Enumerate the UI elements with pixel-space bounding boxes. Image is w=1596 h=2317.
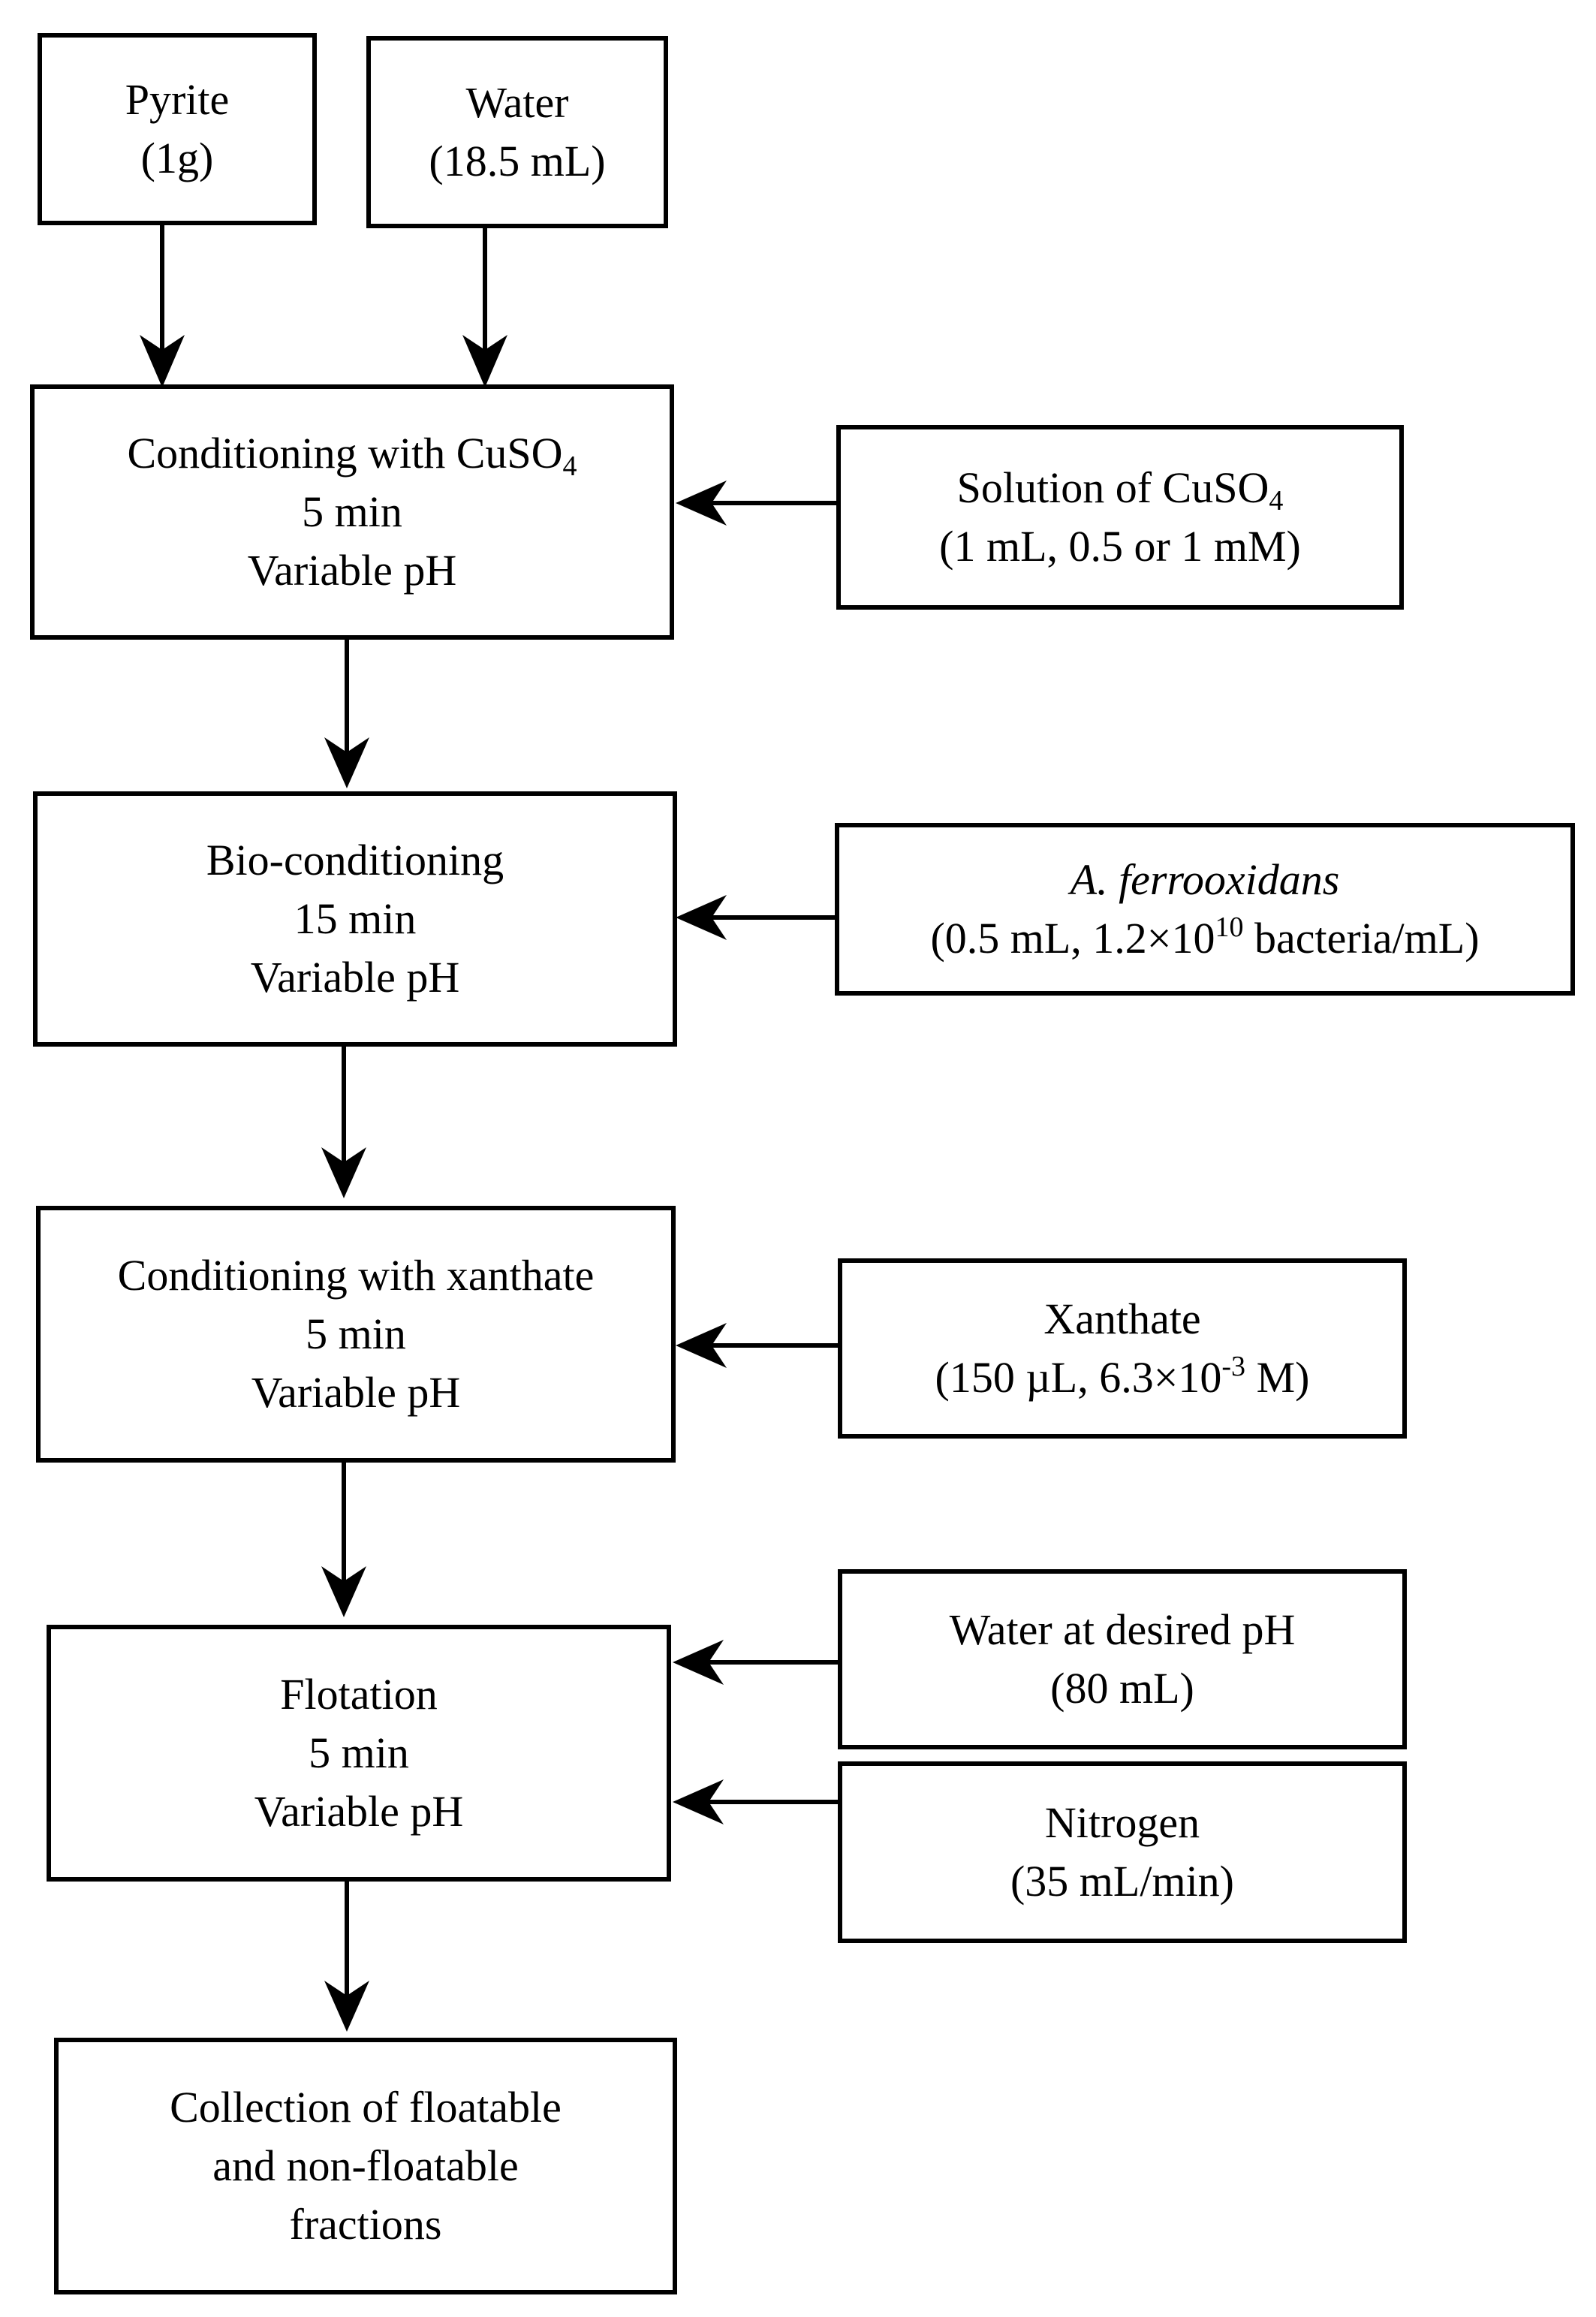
pyrite-amount: (1g) [140, 134, 214, 182]
water-ph-amount: (80 mL) [1050, 1664, 1194, 1713]
pyrite-label: Pyrite [125, 75, 230, 124]
arrow-bacteria-head [676, 895, 727, 940]
arrow-nitrogen-head [673, 1779, 724, 1824]
conditioning-xanthate-step: Conditioning with xanthate 5 min Variabl… [36, 1206, 676, 1463]
arrow-conditioning-to-bio-head [324, 737, 369, 788]
cuso4-solution-amount: (1 mL, 0.5 or 1 mM) [939, 522, 1301, 571]
conditioning-cuso4-duration: 5 min [302, 487, 402, 536]
xanthate-box: Xanthate (150 µL, 6.3×10-3 M) [838, 1258, 1407, 1439]
arrow-xanthate-head [676, 1323, 727, 1368]
arrow-xanthate-to-flotation-head [321, 1566, 366, 1617]
arrow-water-head [462, 335, 507, 387]
nitrogen-label: Nitrogen [1044, 1798, 1200, 1847]
arrow-bio-to-xanthate-head [321, 1147, 366, 1198]
collection-step: Collection of floatable and non-floatabl… [54, 2038, 677, 2294]
collection-line-3: fractions [289, 2200, 442, 2249]
pyrite-box: Pyrite (1g) [38, 33, 317, 225]
arrow-water-ph-head [673, 1640, 724, 1685]
collection-line-2: and non-floatable [212, 2141, 519, 2190]
xanthate-label: Xanthate [1043, 1294, 1201, 1343]
water-ph-box: Water at desired pH (80 mL) [838, 1569, 1407, 1749]
flotation-ph: Variable pH [254, 1787, 464, 1836]
water-amount: (18.5 mL) [429, 137, 606, 185]
flotation-title: Flotation [280, 1670, 438, 1719]
arrow-cuso4-solution-head [676, 481, 727, 526]
bio-conditioning-title: Bio-conditioning [206, 836, 504, 884]
water-ph-label: Water at desired pH [949, 1605, 1296, 1654]
collection-line-1: Collection of floatable [170, 2083, 562, 2132]
cuso4-solution-label: Solution of CuSO4 [956, 463, 1284, 517]
water-box: Water (18.5 mL) [366, 36, 668, 228]
water-label: Water [465, 78, 569, 127]
bacteria-amount: (0.5 mL, 1.2×1010 bacteria/mL) [930, 911, 1480, 963]
cuso4-solution-box: Solution of CuSO4 (1 mL, 0.5 or 1 mM) [836, 425, 1404, 610]
bio-conditioning-duration: 15 min [294, 894, 417, 943]
arrow-pyrite-head [140, 335, 185, 387]
bacteria-box: A. ferrooxidans (0.5 mL, 1.2×1010 bacter… [835, 823, 1575, 996]
flotation-step: Flotation 5 min Variable pH [47, 1625, 671, 1882]
bio-conditioning-step: Bio-conditioning 15 min Variable pH [33, 791, 677, 1047]
flotation-duration: 5 min [309, 1728, 409, 1777]
conditioning-xanthate-title: Conditioning with xanthate [117, 1251, 595, 1300]
bio-conditioning-ph: Variable pH [250, 953, 460, 1002]
nitrogen-rate: (35 mL/min) [1010, 1857, 1234, 1906]
conditioning-cuso4-title: Conditioning with CuSO4 [127, 429, 577, 482]
conditioning-xanthate-duration: 5 min [306, 1309, 406, 1358]
conditioning-xanthate-ph: Variable pH [251, 1368, 461, 1417]
arrow-flotation-to-collection-head [324, 1981, 369, 2032]
conditioning-cuso4-ph: Variable pH [247, 546, 457, 595]
conditioning-cuso4-step: Conditioning with CuSO4 5 min Variable p… [30, 384, 674, 640]
xanthate-amount: (150 µL, 6.3×10-3 M) [935, 1351, 1310, 1402]
bacteria-label: A. ferrooxidans [1070, 855, 1340, 904]
nitrogen-box: Nitrogen (35 mL/min) [838, 1761, 1407, 1943]
